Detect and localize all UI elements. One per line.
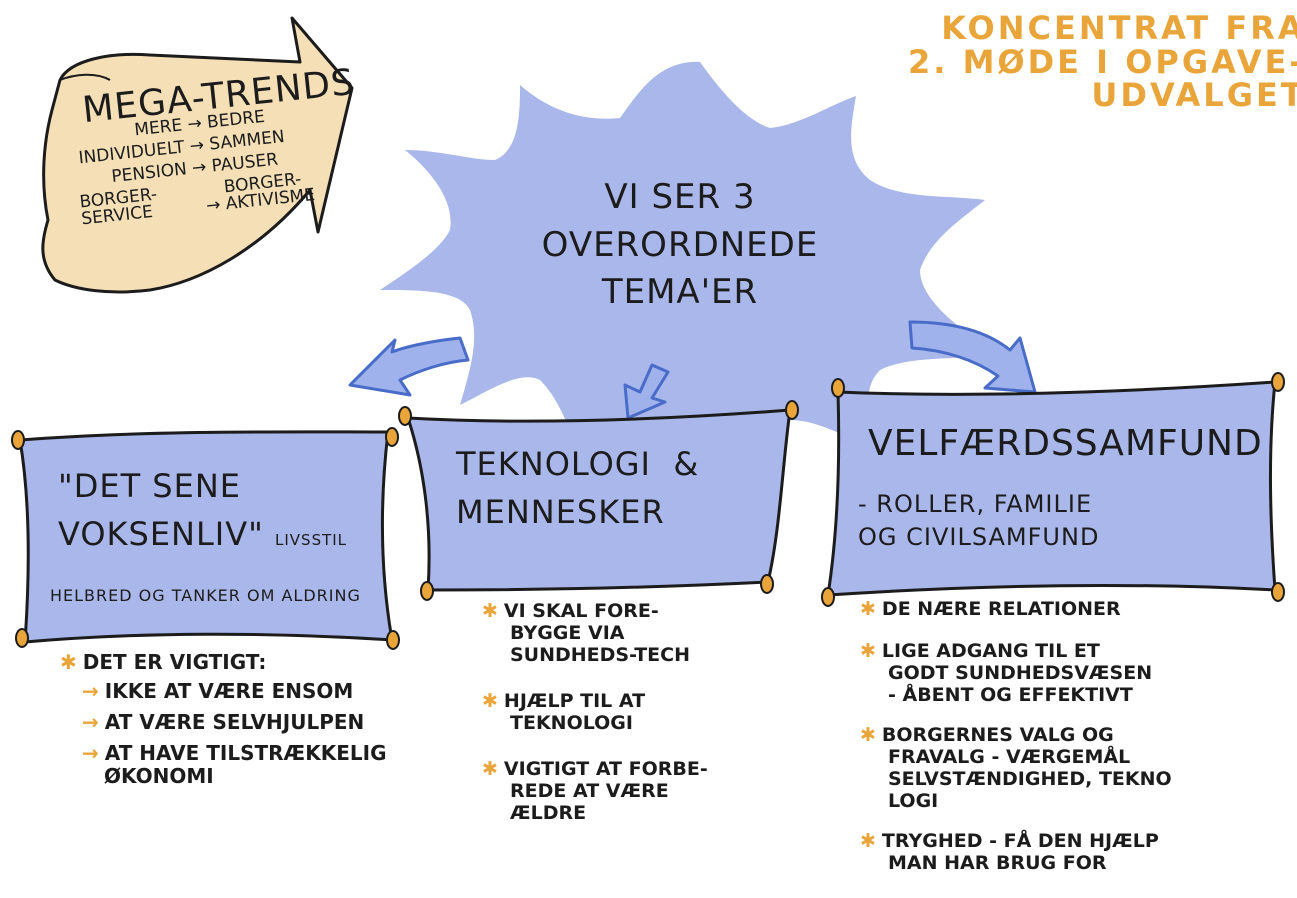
arrow-middle	[623, 363, 670, 420]
asterisk-icon: ✱	[860, 598, 876, 620]
arrow-right-icon: →	[82, 741, 99, 765]
theme-3-line-3: OG CIVILSAMFUND	[858, 523, 1100, 552]
arrow-right-icon: →	[191, 156, 213, 179]
theme-3-bullet-3-line-2: FRAVALG - VÆRGEMÅL	[888, 746, 1131, 768]
corner-title: KONCENTRAT FRA 2. MØDE I OPGAVE- UDVALGE…	[858, 9, 1297, 115]
bullet-text: DE NÆRE RELATIONER	[881, 598, 1121, 620]
banner-2	[398, 400, 799, 601]
arrow-right-icon: →	[82, 710, 99, 734]
theme-2-bullet-1-line-2: BYGGE VIA	[510, 622, 625, 644]
theme-1-bullet: ✱DET ER VIGTIGT:	[60, 652, 365, 673]
theme-2-bullet-2-line-1: ✱HJÆLP TIL AT	[482, 690, 645, 712]
asterisk-icon: ✱	[860, 640, 876, 662]
theme-1-item-text: AT VÆRE SELVHJULPEN	[104, 710, 365, 734]
megatrends-scroll-arrow	[41, 16, 354, 294]
theme-2-line-2: MENNESKER	[456, 492, 665, 531]
arrow-right-icon: →	[186, 112, 209, 135]
theme-1-item-text: AT HAVE TILSTRÆKKELIG	[104, 741, 387, 765]
arrow-left	[348, 336, 470, 397]
theme-2-bullet-2-line-2: TEKNOLOGI	[510, 712, 633, 734]
center-line-1: VI SER 3	[604, 177, 756, 217]
bullet-text: BORGERNES VALG OG	[881, 724, 1114, 746]
bullet-text: TRYGHED - FÅ DEN HJÆLP	[881, 830, 1159, 852]
theme-1-bullet-text: DET ER VIGTIGT:	[82, 650, 267, 674]
theme-1-item-4: ØKONOMI	[104, 766, 409, 787]
bullet-text: HJÆLP TIL AT	[503, 690, 646, 712]
theme-3-bullet-4-line-2: MAN HAR BRUG FOR	[888, 852, 1107, 874]
theme-3-bullet-2-line-1: ✱LIGE ADGANG TIL ET	[860, 640, 1100, 662]
theme-1-item-text: ØKONOMI	[104, 764, 214, 788]
theme-3-line-2: - ROLLER, FAMILIE	[858, 490, 1093, 518]
theme-2-bullet-3-line-2: REDE AT VÆRE	[510, 780, 669, 802]
theme-3-bullet-1-line-1: ✱DE NÆRE RELATIONER	[860, 598, 1121, 620]
corner-title-line-1: KONCENTRAT FRA	[941, 9, 1297, 47]
theme-3-bullet-3-line-3: SELVSTÆNDIGHED, TEKNO	[888, 768, 1172, 790]
theme-1-item-1: →IKKE AT VÆRE ENSOM	[82, 681, 387, 702]
theme-2-bullet-2: ✱HJÆLP TIL AT TEKNOLOGI	[482, 690, 708, 734]
theme-3-bullet-2-line-2: GODT SUNDHEDSVÆSEN	[888, 662, 1153, 684]
center-line-2: OVERORDNEDE	[541, 224, 819, 265]
arrow-right-icon: →	[205, 194, 227, 217]
theme-3-title: VELFÆRDSSAMFUND	[868, 425, 1263, 463]
theme-2-bullet-1-line-3: SUNDHEDS-TECH	[510, 644, 690, 666]
theme-3-bullet-4: ✱TRYGHED - FÅ DEN HJÆLP MAN HAR BRUG FOR	[860, 830, 1159, 874]
corner-title-line-2: 2. MØDE I OPGAVE-	[908, 42, 1297, 81]
banner-3	[821, 372, 1285, 607]
bullet-text: VIGTIGT AT FORBE-	[503, 758, 708, 780]
theme-3-bullet-3: ✱BORGERNES VALG OG FRAVALG - VÆRGEMÅL SE…	[860, 724, 1172, 812]
asterisk-icon: ✱	[482, 758, 498, 780]
theme-2-notes: ✱VI SKAL FORE- BYGGE VIA SUNDHEDS-TECH ✱…	[482, 600, 708, 824]
theme-2-bullet-1-line-1: ✱VI SKAL FORE-	[482, 600, 659, 622]
theme-1-small: LIVSSTIL	[275, 530, 348, 549]
asterisk-icon: ✱	[860, 724, 876, 746]
asterisk-icon: ✱	[482, 690, 498, 712]
theme-3-bullet-1: ✱DE NÆRE RELATIONER	[860, 598, 1159, 620]
bullet-text: LIGE ADGANG TIL ET	[881, 640, 1100, 662]
theme-2-bullet-3-line-3: ÆLDRE	[510, 802, 587, 824]
theme-3-bullet-4-line-1: ✱TRYGHED - FÅ DEN HJÆLP	[860, 830, 1159, 852]
theme-3-line-1: VELFÆRDSSAMFUND	[868, 423, 1263, 464]
theme-2-bullet-3-line-1: ✱VIGTIGT AT FORBE-	[482, 758, 708, 780]
theme-1-item-text: IKKE AT VÆRE ENSOM	[104, 679, 354, 703]
theme-2-title: TEKNOLOGI & MENNESKER	[456, 445, 700, 531]
theme-3-subtitle: - ROLLER, FAMILIE OG CIVILSAMFUND	[858, 490, 1100, 552]
bullet-text: VI SKAL FORE-	[503, 600, 659, 622]
arrow-right-icon: →	[82, 679, 99, 703]
corner-title-line-3: UDVALGET	[1091, 76, 1297, 115]
theme-1-line-1: "DET SENE	[58, 467, 241, 505]
theme-3-bullet-3-line-4: LOGI	[888, 790, 939, 812]
center-starburst	[380, 61, 1000, 496]
theme-1-line-2: VOKSENLIV"	[58, 514, 264, 553]
theme-1-line-2-wrap: VOKSENLIV" LIVSSTIL	[58, 514, 348, 553]
center-line-3: TEMA'ER	[601, 272, 759, 313]
theme-3-bullet-2: ✱LIGE ADGANG TIL ET GODT SUNDHEDSVÆSEN -…	[860, 640, 1159, 706]
banner-1	[11, 427, 400, 650]
theme-1-subtitle: HELBRED OG TANKER OM ALDRING	[50, 586, 361, 605]
theme-3-bullet-2-line-3: - ÅBENT OG EFFEKTIVT	[888, 684, 1133, 706]
theme-3-bullet-3-line-1: ✱BORGERNES VALG OG	[860, 724, 1114, 746]
theme-3-notes: ✱DE NÆRE RELATIONER ✱LIGE ADGANG TIL ET …	[860, 598, 1172, 874]
theme-1-item-2: →AT VÆRE SELVHJULPEN	[82, 712, 387, 733]
asterisk-icon: ✱	[60, 650, 77, 674]
center-text: VI SER 3 OVERORDNEDE TEMA'ER	[530, 177, 830, 313]
theme-1-notes: ✱DET ER VIGTIGT: →IKKE AT VÆRE ENSOM →AT…	[60, 652, 387, 787]
theme-2-bullet-3: ✱VIGTIGT AT FORBE- REDE AT VÆRE ÆLDRE	[482, 758, 708, 824]
theme-2-bullet-1: ✱VI SKAL FORE- BYGGE VIA SUNDHEDS-TECH	[482, 600, 708, 666]
asterisk-icon: ✱	[860, 830, 876, 852]
theme-2-line-1: TEKNOLOGI &	[456, 445, 700, 483]
arrow-right-icon: →	[188, 134, 211, 157]
theme-1-title: "DET SENE VOKSENLIV" LIVSSTIL	[58, 467, 348, 553]
asterisk-icon: ✱	[482, 600, 498, 622]
theme-1-item-3: →AT HAVE TILSTRÆKKELIG	[82, 743, 387, 764]
